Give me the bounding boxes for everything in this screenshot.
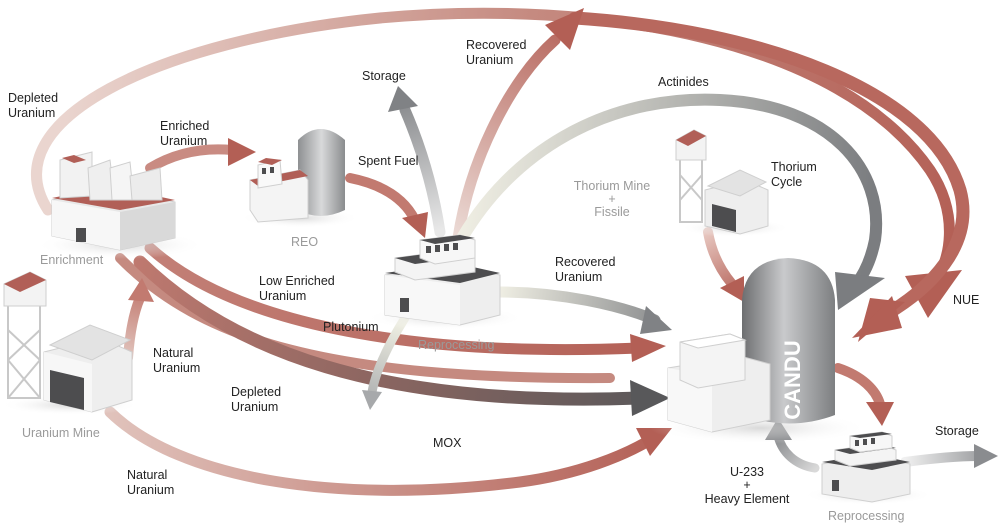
arrow-mox xyxy=(133,255,670,416)
arrow-thorium-cycle xyxy=(703,227,744,302)
label-depleted-uranium-top-1: Depleted xyxy=(8,91,58,105)
arrow-enriched-uranium xyxy=(145,138,256,173)
label-u233-2: + xyxy=(743,478,750,492)
label-low-enriched-uranium-2: Uranium xyxy=(259,289,306,303)
label-natural-uranium-mid-1: Natural xyxy=(153,346,193,360)
label-recovered-uranium-top-1: Recovered xyxy=(466,38,526,52)
label-depleted-uranium-mid-1: Depleted xyxy=(231,385,281,399)
label-thorium-mine-3: Fissile xyxy=(594,205,629,219)
label-thorium-cycle-1: Thorium xyxy=(771,160,817,174)
label-u233-3: Heavy Element xyxy=(705,492,790,506)
label-u233-1: U-233 xyxy=(730,465,764,479)
enrichment-building xyxy=(35,151,205,259)
label-low-enriched-uranium-1: Low Enriched xyxy=(259,274,335,288)
label-recovered-uranium-top-2: Uranium xyxy=(466,53,513,67)
label-mox: MOX xyxy=(433,436,462,450)
arrow-storage-top xyxy=(388,86,446,238)
label-recovered-uranium-mid-2: Uranium xyxy=(555,270,602,284)
label-thorium-mine-1: Thorium Mine xyxy=(574,179,650,193)
reo-building xyxy=(240,129,360,228)
label-actinides: Actinides xyxy=(658,75,709,89)
reprocessing-building-bottom xyxy=(803,431,933,505)
label-thorium-mine-2: + xyxy=(608,192,615,206)
arrow-spent-fuel xyxy=(345,173,428,238)
label-enrichment: Enrichment xyxy=(40,253,104,267)
label-recovered-uranium-mid-1: Recovered xyxy=(555,255,615,269)
label-storage-top: Storage xyxy=(362,69,406,83)
reprocessing-building-mid xyxy=(365,234,525,330)
arrow-storage-bottom xyxy=(900,444,998,468)
label-reprocessing-bottom: Reprocessing xyxy=(828,509,904,523)
label-enriched-uranium-1: Enriched xyxy=(160,119,209,133)
label-spent-fuel: Spent Fuel xyxy=(358,154,418,168)
arrow-candu-to-reprocessing xyxy=(833,363,894,426)
candu-label: CANDU xyxy=(780,340,805,419)
label-natural-uranium-bottom-1: Natural xyxy=(127,468,167,482)
label-natural-uranium-bottom-2: Uranium xyxy=(127,483,174,497)
uranium-mine-building xyxy=(0,271,140,415)
thorium-mine-building xyxy=(675,129,790,237)
arrow-actinides xyxy=(456,93,885,310)
label-reprocessing-mid: Reprocessing xyxy=(418,338,494,352)
label-plutonium: Plutonium xyxy=(323,320,379,334)
candu-reactor: CANDU xyxy=(650,258,870,444)
label-nue: NUE xyxy=(953,293,979,307)
label-uranium-mine: Uranium Mine xyxy=(22,426,100,440)
label-enriched-uranium-2: Uranium xyxy=(160,134,207,148)
label-storage-bottom: Storage xyxy=(935,424,979,438)
arrow-recovered-uranium-top xyxy=(452,8,584,244)
arrow-low-enriched-uranium xyxy=(144,242,666,362)
label-thorium-cycle-2: Cycle xyxy=(771,175,802,189)
arrow-recovered-uranium-mid xyxy=(494,286,672,334)
arrow-natural-uranium-bottom xyxy=(104,406,672,496)
label-reo: REO xyxy=(291,235,318,249)
label-depleted-uranium-mid-2: Uranium xyxy=(231,400,278,414)
label-depleted-uranium-top-2: Uranium xyxy=(8,106,55,120)
label-natural-uranium-mid-2: Uranium xyxy=(153,361,200,375)
arrow-nue xyxy=(568,11,970,342)
